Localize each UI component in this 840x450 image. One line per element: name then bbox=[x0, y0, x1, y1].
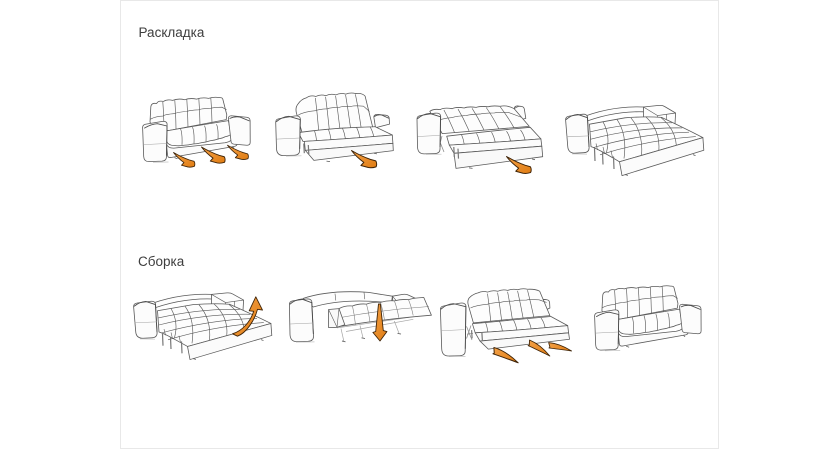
svg-text:Сборка: Сборка bbox=[138, 254, 185, 269]
svg-text:Раскладка: Раскладка bbox=[139, 25, 205, 40]
